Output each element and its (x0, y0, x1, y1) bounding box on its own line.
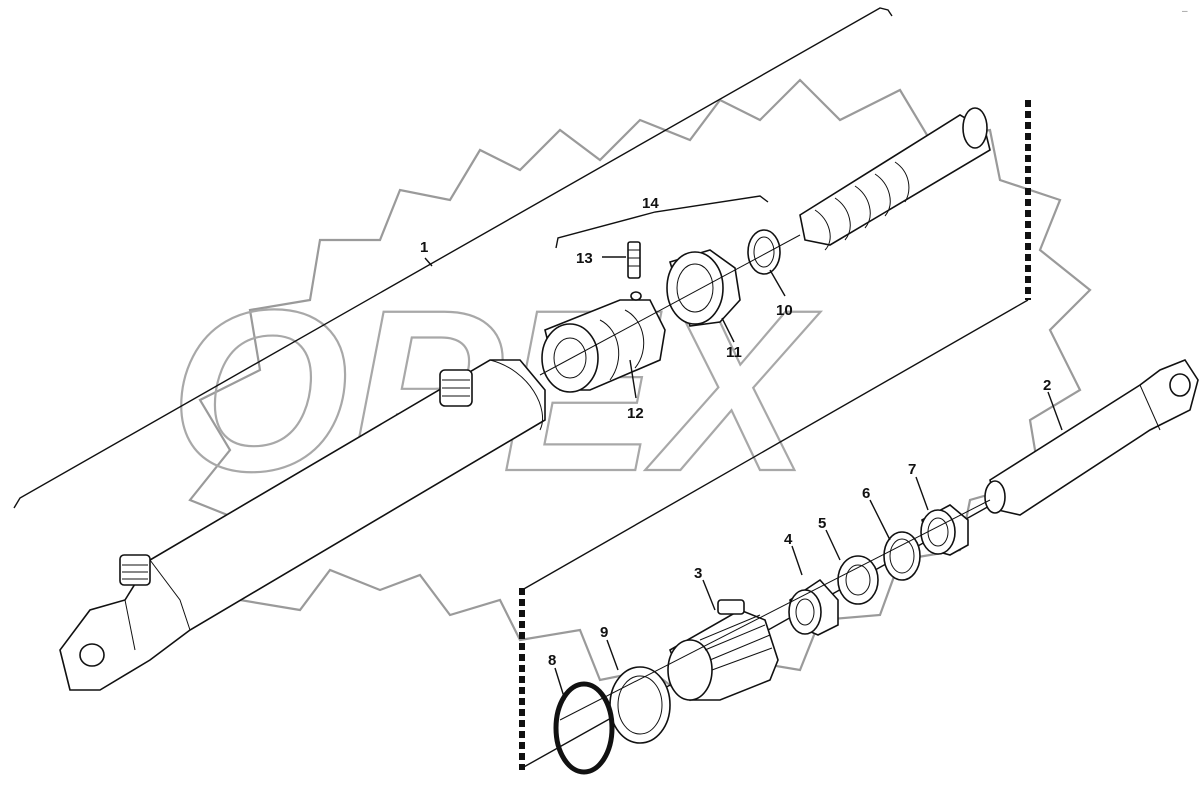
leader-lines (554, 256, 1063, 701)
o-ring-8 (553, 681, 615, 775)
callout-1: 1 (420, 239, 428, 256)
snap-ring (883, 531, 921, 581)
callout-7: 7 (908, 461, 916, 478)
callout-14: 14 (642, 195, 659, 212)
corner-mark: – (1182, 6, 1188, 17)
piston-rod-threaded-end (799, 107, 991, 251)
callout-2: 2 (1043, 377, 1051, 394)
assembly-axis-upper (539, 234, 801, 376)
cylinder-barrel (59, 359, 546, 691)
callout-10: 10 (776, 302, 793, 319)
callout-labels: 1 2 3 4 5 6 7 8 9 10 11 12 13 14 (420, 195, 1051, 669)
piston-seal-ring (666, 249, 741, 327)
guide-line-upper (521, 299, 1029, 591)
o-ring-10 (747, 229, 781, 275)
callout-5: 5 (818, 515, 826, 532)
callout-6: 6 (862, 485, 870, 502)
callout-9: 9 (600, 624, 608, 641)
callout-11: 11 (726, 344, 742, 361)
rod-seal (837, 555, 879, 605)
backup-ring (609, 666, 671, 744)
assembly-bracket-14 (555, 195, 769, 249)
callout-3: 3 (694, 565, 702, 582)
assembly-bracket-1 (13, 7, 893, 509)
cylinder-head-gland (667, 599, 779, 701)
wiper-seal (920, 504, 969, 556)
callout-4: 4 (784, 531, 793, 548)
rod-bushing (788, 578, 839, 636)
callout-12: 12 (627, 405, 644, 422)
gear-watermark-icon (188, 78, 1092, 702)
callout-13: 13 (576, 250, 593, 267)
assembly-axis-lower (559, 499, 991, 721)
set-screw (627, 241, 641, 279)
piston-rod-eye-end (984, 359, 1199, 516)
piston (541, 291, 666, 393)
callout-8: 8 (548, 652, 556, 669)
